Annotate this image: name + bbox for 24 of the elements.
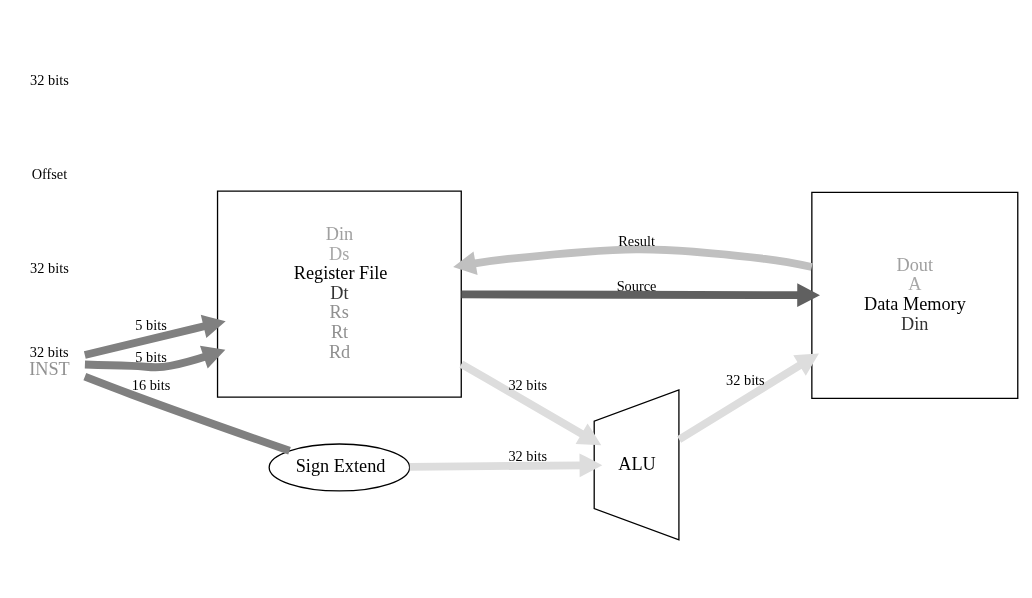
node-label: 32 bits bbox=[29, 344, 69, 361]
arrow bbox=[84, 345, 226, 372]
node-text: INST bbox=[29, 358, 70, 379]
arrow bbox=[453, 245, 813, 275]
edge-label: 5 bits bbox=[135, 317, 167, 334]
edge-label: Source bbox=[616, 278, 657, 295]
edge-label: 16 bits bbox=[131, 377, 171, 394]
node-box: Din Ds Register File Dt Rs Rt Rd bbox=[216, 190, 462, 398]
arrow bbox=[459, 360, 602, 446]
node-box: ALU bbox=[593, 388, 680, 541]
arrow bbox=[677, 353, 819, 443]
edge-label: 32 bits bbox=[508, 447, 548, 464]
label: Offset bbox=[31, 166, 68, 183]
edge-label: 32 bits bbox=[726, 372, 765, 389]
edge-label: 32 bits bbox=[508, 377, 548, 394]
arrow bbox=[409, 453, 603, 478]
node-ellipse: Sign Extend bbox=[268, 443, 411, 492]
edge-label: Result bbox=[618, 232, 655, 249]
connector bbox=[83, 373, 291, 455]
edge-label: 5 bits bbox=[135, 348, 167, 365]
label: 32 bits bbox=[30, 72, 69, 89]
arrow bbox=[83, 314, 226, 359]
label: 32 bits bbox=[30, 260, 69, 276]
node-box: Dout A Data Memory Din bbox=[811, 191, 1019, 400]
